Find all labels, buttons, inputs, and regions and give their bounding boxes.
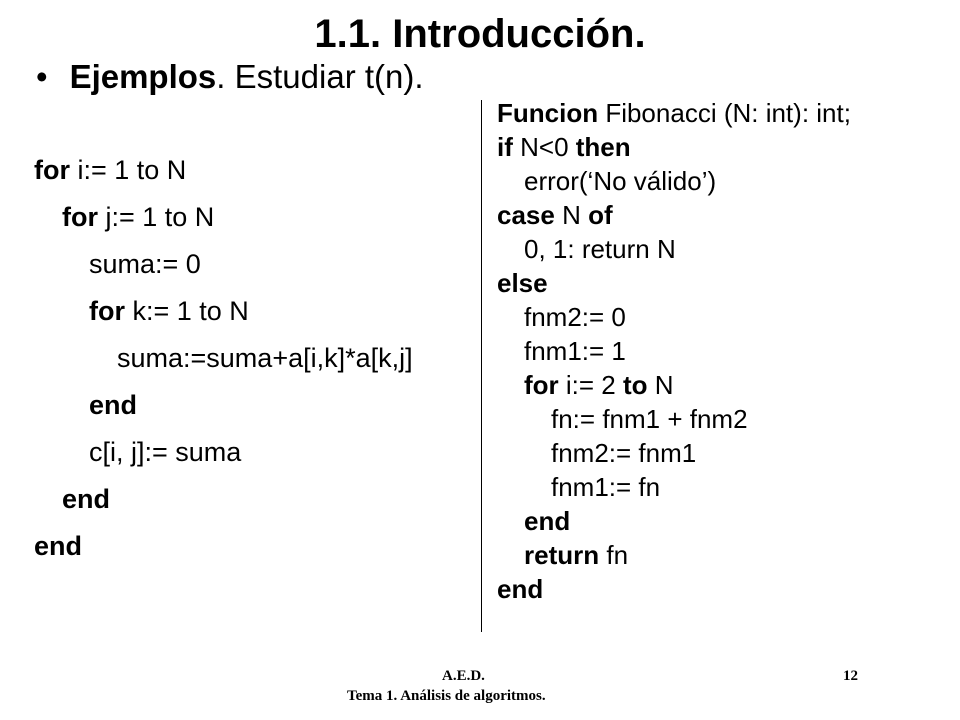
code-text: k:= 1 to N xyxy=(125,296,249,326)
code-line: for i:= 2 to N xyxy=(524,370,674,401)
code-text: suma:= 0 xyxy=(89,249,201,279)
fibonacci-code: Funcion Fibonacci (N: int): int; if N<0 … xyxy=(497,98,851,604)
code-keyword: end xyxy=(524,506,571,536)
code-line: suma:= 0 xyxy=(89,249,201,280)
code-text: fnm1:= fn xyxy=(551,472,661,502)
code-text: j:= 1 to N xyxy=(98,202,215,232)
code-line: end xyxy=(497,574,543,605)
code-keyword: to xyxy=(623,370,648,400)
code-line: case N of xyxy=(497,200,613,231)
code-line: suma:=suma+a[i,k]*a[k,j] xyxy=(117,343,413,374)
footer-course: A.E.D. xyxy=(442,668,485,684)
code-text: fnm2:= 0 xyxy=(524,302,626,332)
footer-topic: Tema 1. Análisis de algoritmos. xyxy=(347,688,546,704)
bullet-text: . Estudiar t(n). xyxy=(216,58,424,95)
code-keyword: end xyxy=(497,574,544,604)
code-line: fnm2:= 0 xyxy=(524,302,626,333)
code-line: for k:= 1 to N xyxy=(89,296,249,327)
code-line: if N<0 then xyxy=(497,132,631,163)
code-text: fn xyxy=(599,540,629,570)
code-keyword: case xyxy=(497,200,555,230)
matrix-multiply-code: for i:= 1 to N for j:= 1 to N suma:= 0 f… xyxy=(34,155,413,561)
code-text: fnm2:= fnm1 xyxy=(551,438,697,468)
code-line: return fn xyxy=(524,540,628,571)
code-text: N<0 xyxy=(512,132,576,162)
column-divider xyxy=(481,100,482,632)
code-line: error(‘No válido’) xyxy=(524,166,716,197)
code-keyword: end xyxy=(62,484,111,514)
code-text: Fibonacci (N: int): int; xyxy=(598,98,851,128)
code-keyword: else xyxy=(497,268,548,298)
code-line: end xyxy=(34,531,82,562)
code-keyword: end xyxy=(34,531,83,561)
code-text: suma:=suma+a[i,k]*a[k,j] xyxy=(117,343,413,373)
code-keyword: if xyxy=(497,132,513,162)
code-text: 0, 1: return N xyxy=(524,234,676,264)
code-line: 0, 1: return N xyxy=(524,234,676,265)
code-keyword: Funcion xyxy=(497,98,599,128)
code-line: fnm1:= 1 xyxy=(524,336,626,367)
code-text: N xyxy=(554,200,589,230)
code-text: fnm1:= 1 xyxy=(524,336,626,366)
code-line: end xyxy=(524,506,570,537)
code-text: i:= 1 to N xyxy=(70,155,187,185)
code-keyword: for xyxy=(524,370,559,400)
code-text: N xyxy=(647,370,674,400)
code-text: i:= 2 xyxy=(558,370,623,400)
bullet-bold-text: Ejemplos xyxy=(69,58,217,95)
code-line: fnm1:= fn xyxy=(551,472,660,503)
slide-title: 1.1. Introducción. xyxy=(314,12,646,56)
code-line: c[i, j]:= suma xyxy=(89,437,241,468)
code-line: end xyxy=(89,390,137,421)
code-text: error(‘No válido’) xyxy=(524,166,717,196)
code-line: else xyxy=(497,268,548,299)
code-line: fn:= fnm1 + fnm2 xyxy=(551,404,748,435)
code-text: fn:= fnm1 + fnm2 xyxy=(551,404,748,434)
code-line: Funcion Fibonacci (N: int): int; xyxy=(497,98,851,129)
code-keyword: then xyxy=(575,132,631,162)
code-keyword: for xyxy=(89,296,125,326)
code-keyword: of xyxy=(588,200,613,230)
code-keyword: end xyxy=(89,390,138,420)
code-keyword: for xyxy=(34,155,70,185)
code-keyword: for xyxy=(62,202,98,232)
page-number: 12 xyxy=(843,668,858,684)
code-line: for i:= 1 to N xyxy=(34,155,186,186)
code-line: fnm2:= fnm1 xyxy=(551,438,696,469)
code-line: end xyxy=(62,484,110,515)
code-keyword: return xyxy=(524,540,600,570)
code-line: for j:= 1 to N xyxy=(62,202,214,233)
bullet-dot-icon: • xyxy=(36,58,48,95)
code-text: c[i, j]:= suma xyxy=(89,437,242,467)
bullet-item: • Ejemplos. Estudiar t(n). xyxy=(36,58,424,96)
